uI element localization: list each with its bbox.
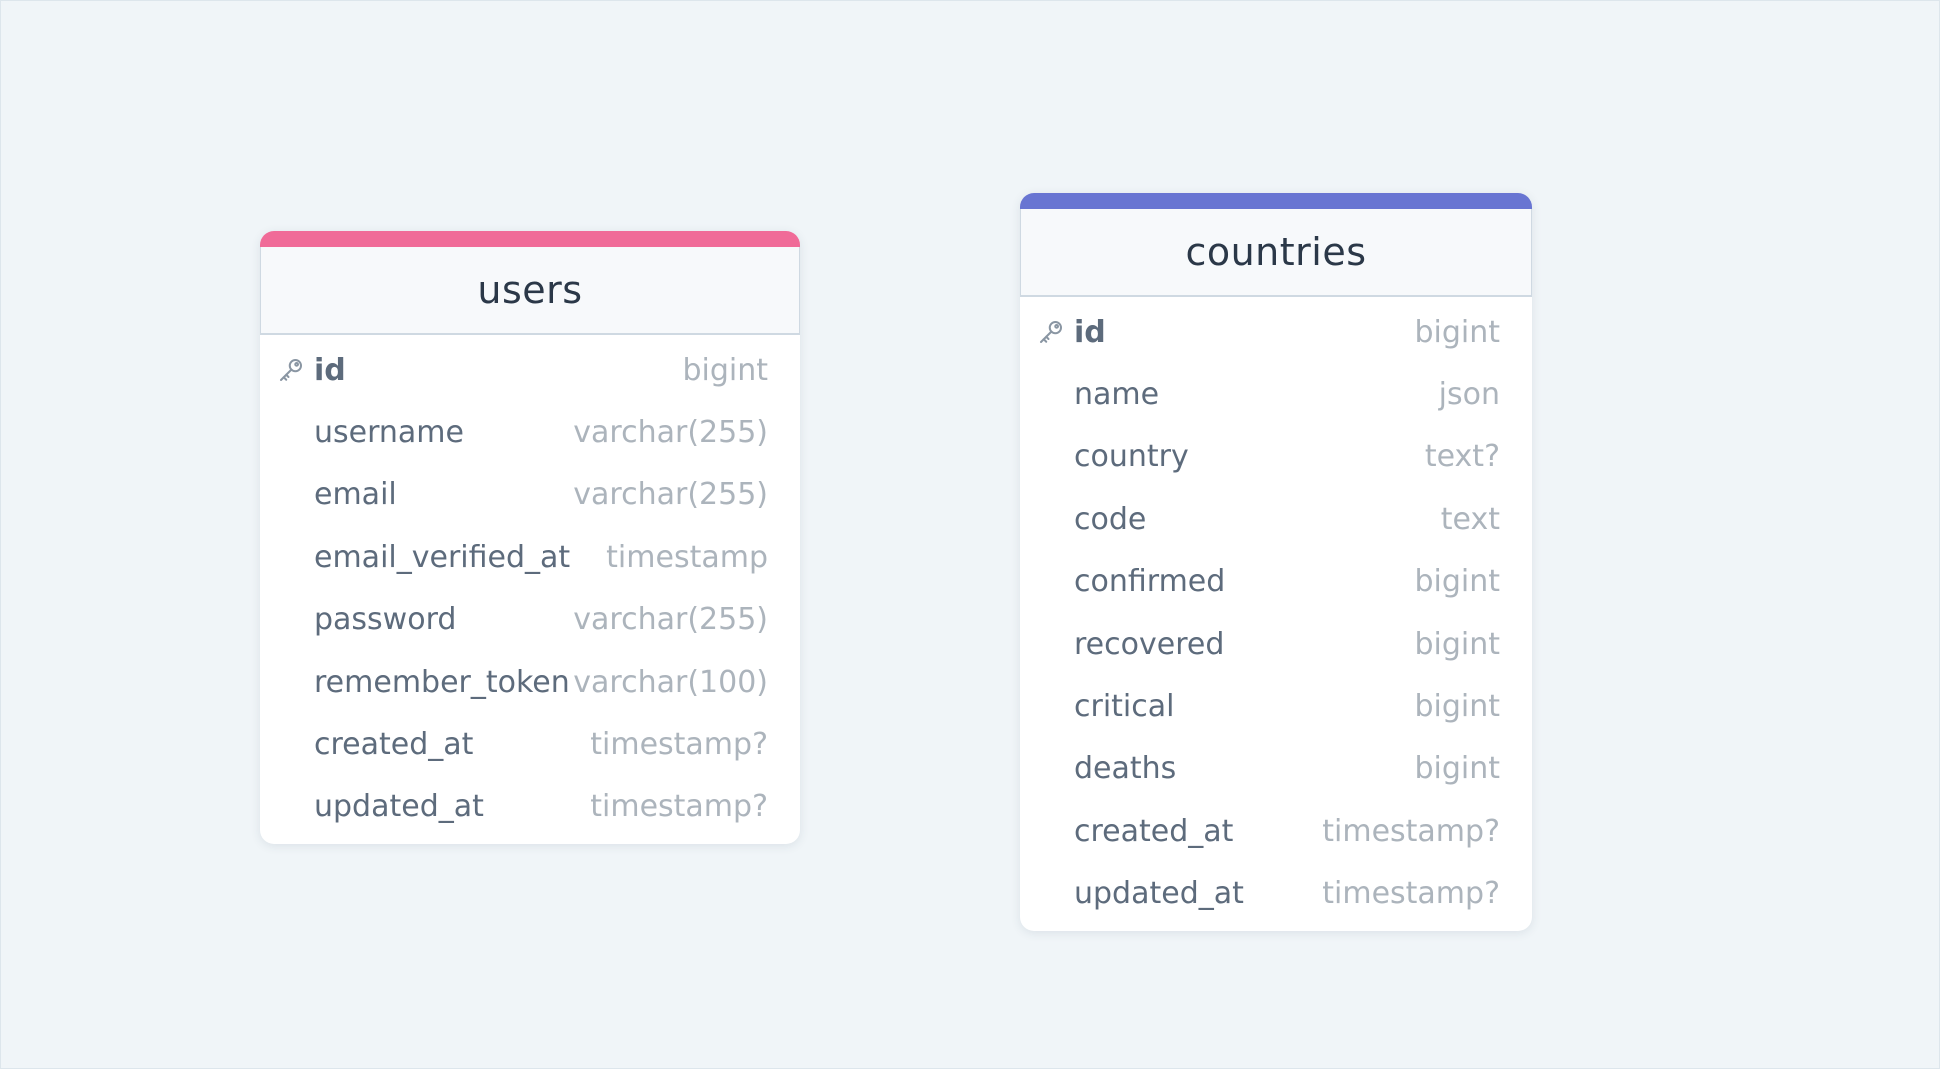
column-type: timestamp? xyxy=(1322,813,1500,849)
column-name: critical xyxy=(1074,689,1175,725)
column-row[interactable]: updated_at timestamp? xyxy=(260,776,800,838)
column-row[interactable]: created_at timestamp? xyxy=(260,713,800,775)
column-name: id xyxy=(314,352,346,388)
column-type: bigint xyxy=(1414,564,1500,600)
column-name: created_at xyxy=(1074,813,1234,849)
column-name: name xyxy=(1074,377,1160,413)
column-row[interactable]: password varchar(255) xyxy=(260,589,800,651)
column-list: id bigint name json country text? code text conf… xyxy=(1020,297,1532,931)
column-row[interactable]: name json xyxy=(1020,363,1532,425)
column-name: password xyxy=(314,602,457,638)
table-title: countries xyxy=(1185,230,1367,274)
table-users[interactable]: users id bigint username varchar(255) email v… xyxy=(260,231,800,845)
column-row[interactable]: username varchar(255) xyxy=(260,401,800,463)
column-name: remember_token xyxy=(314,664,570,700)
table-accent-bar xyxy=(1020,193,1532,209)
column-type: varchar(255) xyxy=(573,477,768,513)
column-name: id xyxy=(1074,314,1106,350)
column-row[interactable]: email_verified_at timestamp xyxy=(260,526,800,588)
column-name: email xyxy=(314,477,397,513)
primary-key-icon xyxy=(276,355,306,385)
table-title: users xyxy=(477,268,583,312)
column-type: timestamp? xyxy=(590,789,768,825)
table-accent-bar xyxy=(260,231,800,247)
column-name: code xyxy=(1074,501,1147,537)
column-name: updated_at xyxy=(1074,876,1244,912)
column-row[interactable]: id bigint xyxy=(260,339,800,401)
primary-key-icon xyxy=(1036,317,1066,347)
column-row[interactable]: recovered bigint xyxy=(1020,613,1532,675)
column-name: email_verified_at xyxy=(314,539,571,575)
column-type: text? xyxy=(1424,439,1500,475)
column-name: deaths xyxy=(1074,751,1177,787)
column-row[interactable]: country text? xyxy=(1020,426,1532,488)
column-type: bigint xyxy=(1414,314,1500,350)
column-type: json xyxy=(1438,377,1500,413)
column-row[interactable]: id bigint xyxy=(1020,301,1532,363)
column-type: bigint xyxy=(682,352,768,388)
column-row[interactable]: email varchar(255) xyxy=(260,464,800,526)
column-name: recovered xyxy=(1074,626,1225,662)
column-row[interactable]: code text xyxy=(1020,488,1532,550)
column-type: varchar(100) xyxy=(573,664,768,700)
table-header[interactable]: countries xyxy=(1020,209,1532,297)
column-row[interactable]: updated_at timestamp? xyxy=(1020,863,1532,925)
column-row[interactable]: critical bigint xyxy=(1020,675,1532,737)
column-name: updated_at xyxy=(314,789,484,825)
column-type: timestamp? xyxy=(1322,876,1500,912)
column-row[interactable]: deaths bigint xyxy=(1020,738,1532,800)
column-name: confirmed xyxy=(1074,564,1226,600)
column-name: country xyxy=(1074,439,1189,475)
column-name: username xyxy=(314,415,464,451)
column-type: text xyxy=(1440,501,1500,537)
column-type: bigint xyxy=(1414,626,1500,662)
column-type: varchar(255) xyxy=(573,415,768,451)
column-type: bigint xyxy=(1414,751,1500,787)
column-name: created_at xyxy=(314,727,474,763)
column-type: bigint xyxy=(1414,689,1500,725)
column-type: timestamp? xyxy=(590,727,768,763)
column-row[interactable]: confirmed bigint xyxy=(1020,551,1532,613)
column-list: id bigint username varchar(255) email varchar… xyxy=(260,335,800,844)
table-header[interactable]: users xyxy=(260,247,800,335)
column-row[interactable]: created_at timestamp? xyxy=(1020,800,1532,862)
column-type: timestamp xyxy=(606,539,768,575)
column-type: varchar(255) xyxy=(573,602,768,638)
